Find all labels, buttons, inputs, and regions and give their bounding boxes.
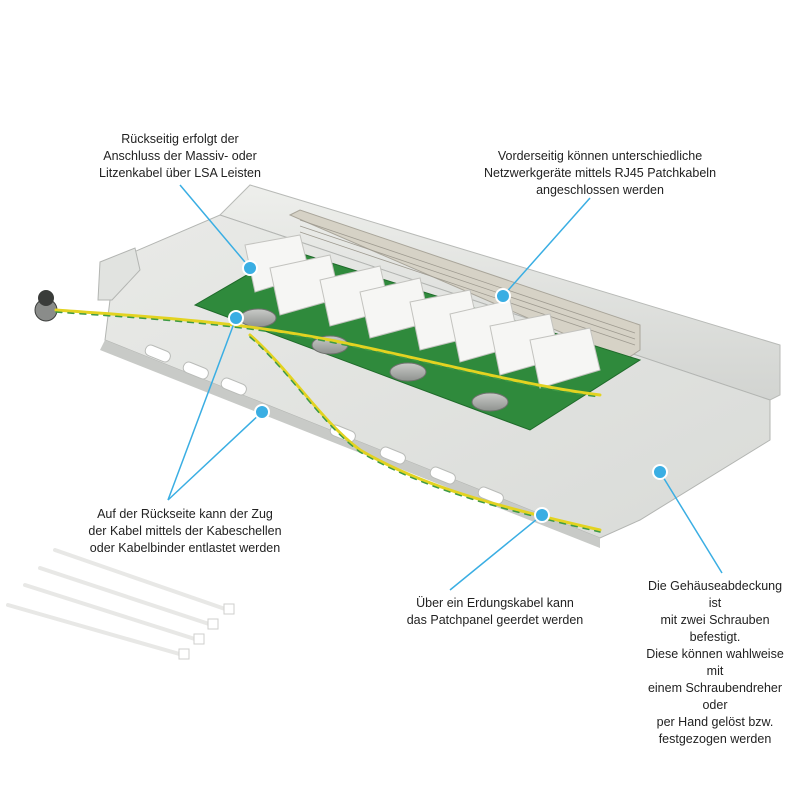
slot: [220, 377, 247, 396]
slot: [144, 344, 171, 363]
callout-strain-relief: Auf der Rückseite kann der Zug der Kabel…: [88, 507, 282, 555]
cable-tie: [6, 603, 185, 657]
cable-tie-head: [223, 603, 235, 615]
cable-tie-head: [207, 618, 219, 630]
rj45-port-ribs: [299, 219, 636, 346]
cable-clamp: [471, 392, 509, 412]
ground-screw: [34, 290, 58, 322]
slot: [429, 466, 456, 485]
mounting-ear: [97, 247, 141, 301]
cable-ties: [6, 548, 235, 660]
ground-cable-lower-green: [249, 336, 601, 533]
callout-grounding: Über ein Erdungskabel kann das Patchpane…: [406, 596, 584, 627]
lsa-blocks: [244, 234, 601, 389]
leader-line-cover-screws: [659, 471, 723, 574]
callout-dot-back-lsa: [242, 260, 258, 276]
callout-cover-screws: Die Gehäuseabdeckung ist mit zwei Schrau…: [646, 579, 784, 746]
leader-line-strain-relief-a: [167, 317, 237, 501]
leader-line-strain-relief-b: [167, 411, 263, 501]
cable-tie: [53, 548, 230, 612]
leader-line-grounding: [449, 514, 543, 591]
callout-dot-cover-screws: [652, 464, 668, 480]
ground-screw-head: [38, 290, 54, 306]
callout-front-rj45: Vorderseitig können unterschiedliche Net…: [483, 149, 717, 197]
leader-line-back-lsa: [179, 184, 251, 269]
cable-tie: [38, 566, 214, 627]
callout-dot-grounding: [534, 507, 550, 523]
cable-tie-head: [193, 633, 205, 645]
ground-cable-green: [55, 311, 601, 398]
callout-dot-front-rj45: [495, 288, 511, 304]
cable-clamp: [389, 362, 427, 382]
ground-cable-yellow: [54, 308, 602, 397]
cable-tie-head: [178, 648, 190, 660]
cable-tie: [23, 583, 200, 642]
grounding-cable: [54, 308, 602, 533]
slot: [379, 446, 406, 465]
leader-lines: [167, 184, 723, 591]
leader-line-front-rj45: [502, 197, 591, 297]
callout-dot-strain-relief-a: [228, 310, 244, 326]
slot: [182, 361, 209, 380]
callout-back-lsa: Rückseitig erfolgt der Anschluss der Mas…: [99, 132, 261, 180]
strain-relief-slots: [144, 344, 504, 505]
cable-clamp: [239, 308, 277, 328]
callout-dot-strain-relief-b: [254, 404, 270, 420]
lsa-block: [529, 327, 601, 389]
ground-cable-lower-yellow: [248, 333, 602, 532]
callout-dots: [228, 260, 668, 523]
